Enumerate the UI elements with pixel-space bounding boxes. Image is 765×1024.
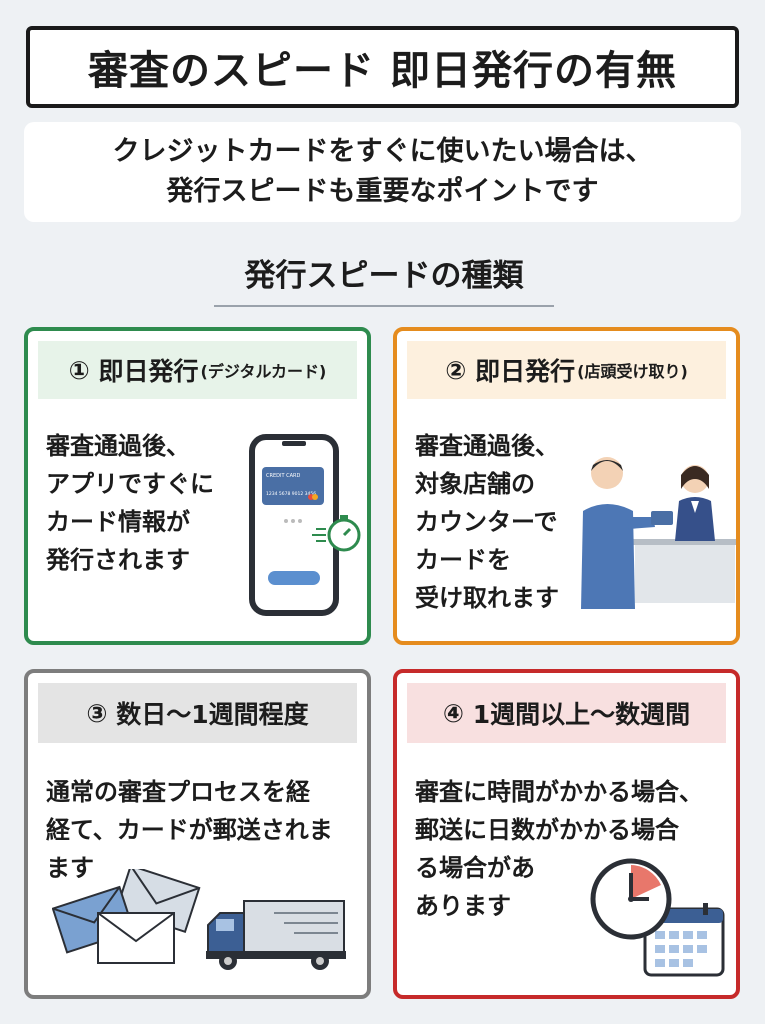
card-heading-text: 即日発行 <box>475 357 576 386</box>
card-heading: ① 即日発行(デジタルカード) <box>38 341 357 399</box>
clock-calendar-icon <box>590 858 725 977</box>
card-line: カード情報が <box>46 508 190 536</box>
card-heading-sub: (店頭受け取り) <box>577 362 688 381</box>
card-heading-text: 1週間以上～数週間 <box>472 700 691 729</box>
card-digital-same-day: ① 即日発行(デジタルカード) 審査通過後、 アプリですぐに カード情報が 発行… <box>24 327 371 645</box>
card-body: 通常の審査プロセスを経 経て、カードが郵送されま ます <box>46 773 333 887</box>
card-body: 審査に時間がかかる場合、 郵送に日数がかかる場合 る場合があ あります <box>415 773 703 925</box>
card-label: CREDIT CARD <box>266 473 300 479</box>
card-line: 審査通過後、 <box>46 432 190 460</box>
store-counter-illustration <box>581 457 736 609</box>
card-number: ② <box>445 355 467 385</box>
card-line: あります <box>415 892 511 920</box>
clock-icon <box>590 858 672 940</box>
card-heading: ② 即日発行(店頭受け取り) <box>407 341 726 399</box>
card-line: 発行されます <box>46 546 190 574</box>
stopwatch-icon <box>312 515 361 552</box>
card-heading-sub: (デジタルカード) <box>200 362 327 381</box>
card-line: 対象店舗の <box>415 470 535 498</box>
card-store-pickup: ② 即日発行(店頭受け取り) 審査通過後、 対象店舗の カウンターで カードを … <box>393 327 740 645</box>
intro-box: クレジットカードをすぐに使いたい場合は、 発行スピードも重要なポイントです <box>24 122 741 222</box>
card-line: ます <box>46 854 94 882</box>
delivery-truck-icon <box>206 900 346 970</box>
card-line: 審査通過後、 <box>415 432 559 460</box>
card-line: カウンターで <box>415 508 558 536</box>
page-title: 審査のスピード 即日発行の有無 <box>88 48 677 94</box>
card-body: 審査通過後、 アプリですぐに カード情報が 発行されます <box>46 427 214 579</box>
card-number-text: 1234 5678 9012 3456 <box>266 491 316 497</box>
card-line: る場合があ <box>415 854 535 882</box>
card-number: ③ <box>86 698 108 728</box>
card-number: ④ <box>442 698 465 728</box>
card-line: アプリですぐに <box>46 470 214 498</box>
intro-line-1: クレジットカードをすぐに使いたい場合は、 <box>112 136 653 167</box>
card-line: 通常の審査プロセスを経 <box>46 778 310 806</box>
card-heading-text: 数日～1週間程度 <box>116 700 309 729</box>
card-weeks: ④ 1週間以上～数週間 審査に時間がかかる場合、 郵送に日数がかかる場合 る場合… <box>393 669 740 999</box>
card-line: 受け取れます <box>415 584 559 612</box>
card-heading: ④ 1週間以上～数週間 <box>407 683 726 743</box>
card-heading-text: 即日発行 <box>98 357 199 386</box>
title-box: 審査のスピード 即日発行の有無 <box>26 26 739 108</box>
card-heading: ③ 数日～1週間程度 <box>38 683 357 743</box>
envelopes-icon <box>52 869 201 964</box>
card-line: 郵送に日数がかかる場合 <box>415 816 679 844</box>
intro-line-2: 発行スピードも重要なポイントです <box>166 176 599 207</box>
smartphone-icon: CREDIT CARD 1234 5678 9012 3456 <box>249 434 361 616</box>
card-line: カードを <box>415 546 511 574</box>
section-title: 発行スピードの種類 <box>214 250 554 307</box>
card-line: 経て、カードが郵送されま <box>46 816 333 844</box>
card-line: 審査に時間がかかる場合、 <box>415 778 703 806</box>
card-body: 審査通過後、 対象店舗の カウンターで カードを 受け取れます <box>415 427 559 617</box>
calendar-icon <box>643 903 725 977</box>
card-days-to-week: ③ 数日～1週間程度 通常の審査プロセスを経 経て、カードが郵送されま ます <box>24 669 371 999</box>
card-number: ① <box>68 355 90 385</box>
